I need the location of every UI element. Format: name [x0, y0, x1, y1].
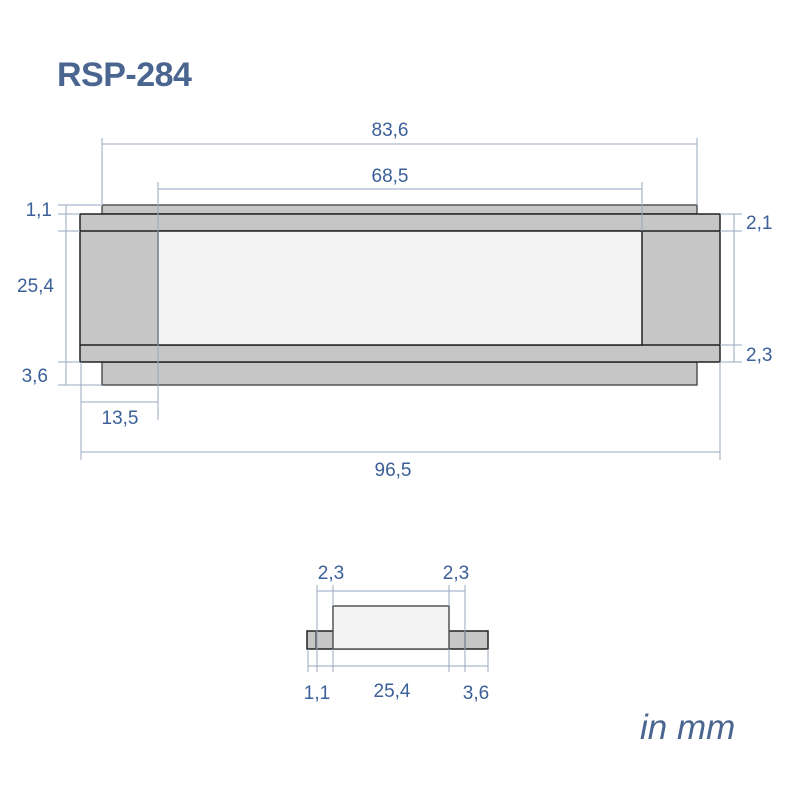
front-dimension-labels: 83,6 68,5 1,1 25,4 3,6 13,5 96,5 2,1 2,3	[17, 120, 772, 481]
dim-top-band-height: 2,1	[746, 213, 772, 234]
dim-bottom-plate-height: 3,6	[22, 366, 48, 387]
dim-window-width: 68,5	[372, 166, 409, 187]
unit-label: in mm	[640, 708, 736, 747]
dim-right-flange: 3,6	[463, 683, 489, 704]
dim-bottom-band-height: 2,3	[746, 345, 772, 366]
dim-frame-height: 25,4	[17, 276, 54, 297]
dim-top-plate-width: 83,6	[372, 120, 409, 141]
side-body	[332, 605, 450, 650]
side-dimension-lines	[307, 585, 489, 672]
dim-side-wall-width: 13,5	[102, 408, 139, 429]
side-view	[306, 605, 489, 650]
front-view	[79, 204, 721, 386]
dim-right-wall: 2,3	[443, 563, 469, 584]
dim-left-wall: 2,3	[318, 563, 344, 584]
dim-top-plate-height: 1,1	[26, 200, 52, 221]
bottom-plate	[101, 361, 698, 386]
side-dimension-labels: 2,3 2,3 1,1 25,4 3,6	[304, 563, 489, 704]
dim-overall-width: 96,5	[375, 460, 412, 481]
dim-body-height: 25,4	[374, 681, 411, 702]
dim-left-flange: 1,1	[304, 683, 330, 704]
top-plate	[101, 204, 698, 215]
front-dimension-lines	[58, 138, 742, 460]
product-title: RSP-284	[57, 56, 192, 94]
inner-window	[157, 230, 643, 346]
